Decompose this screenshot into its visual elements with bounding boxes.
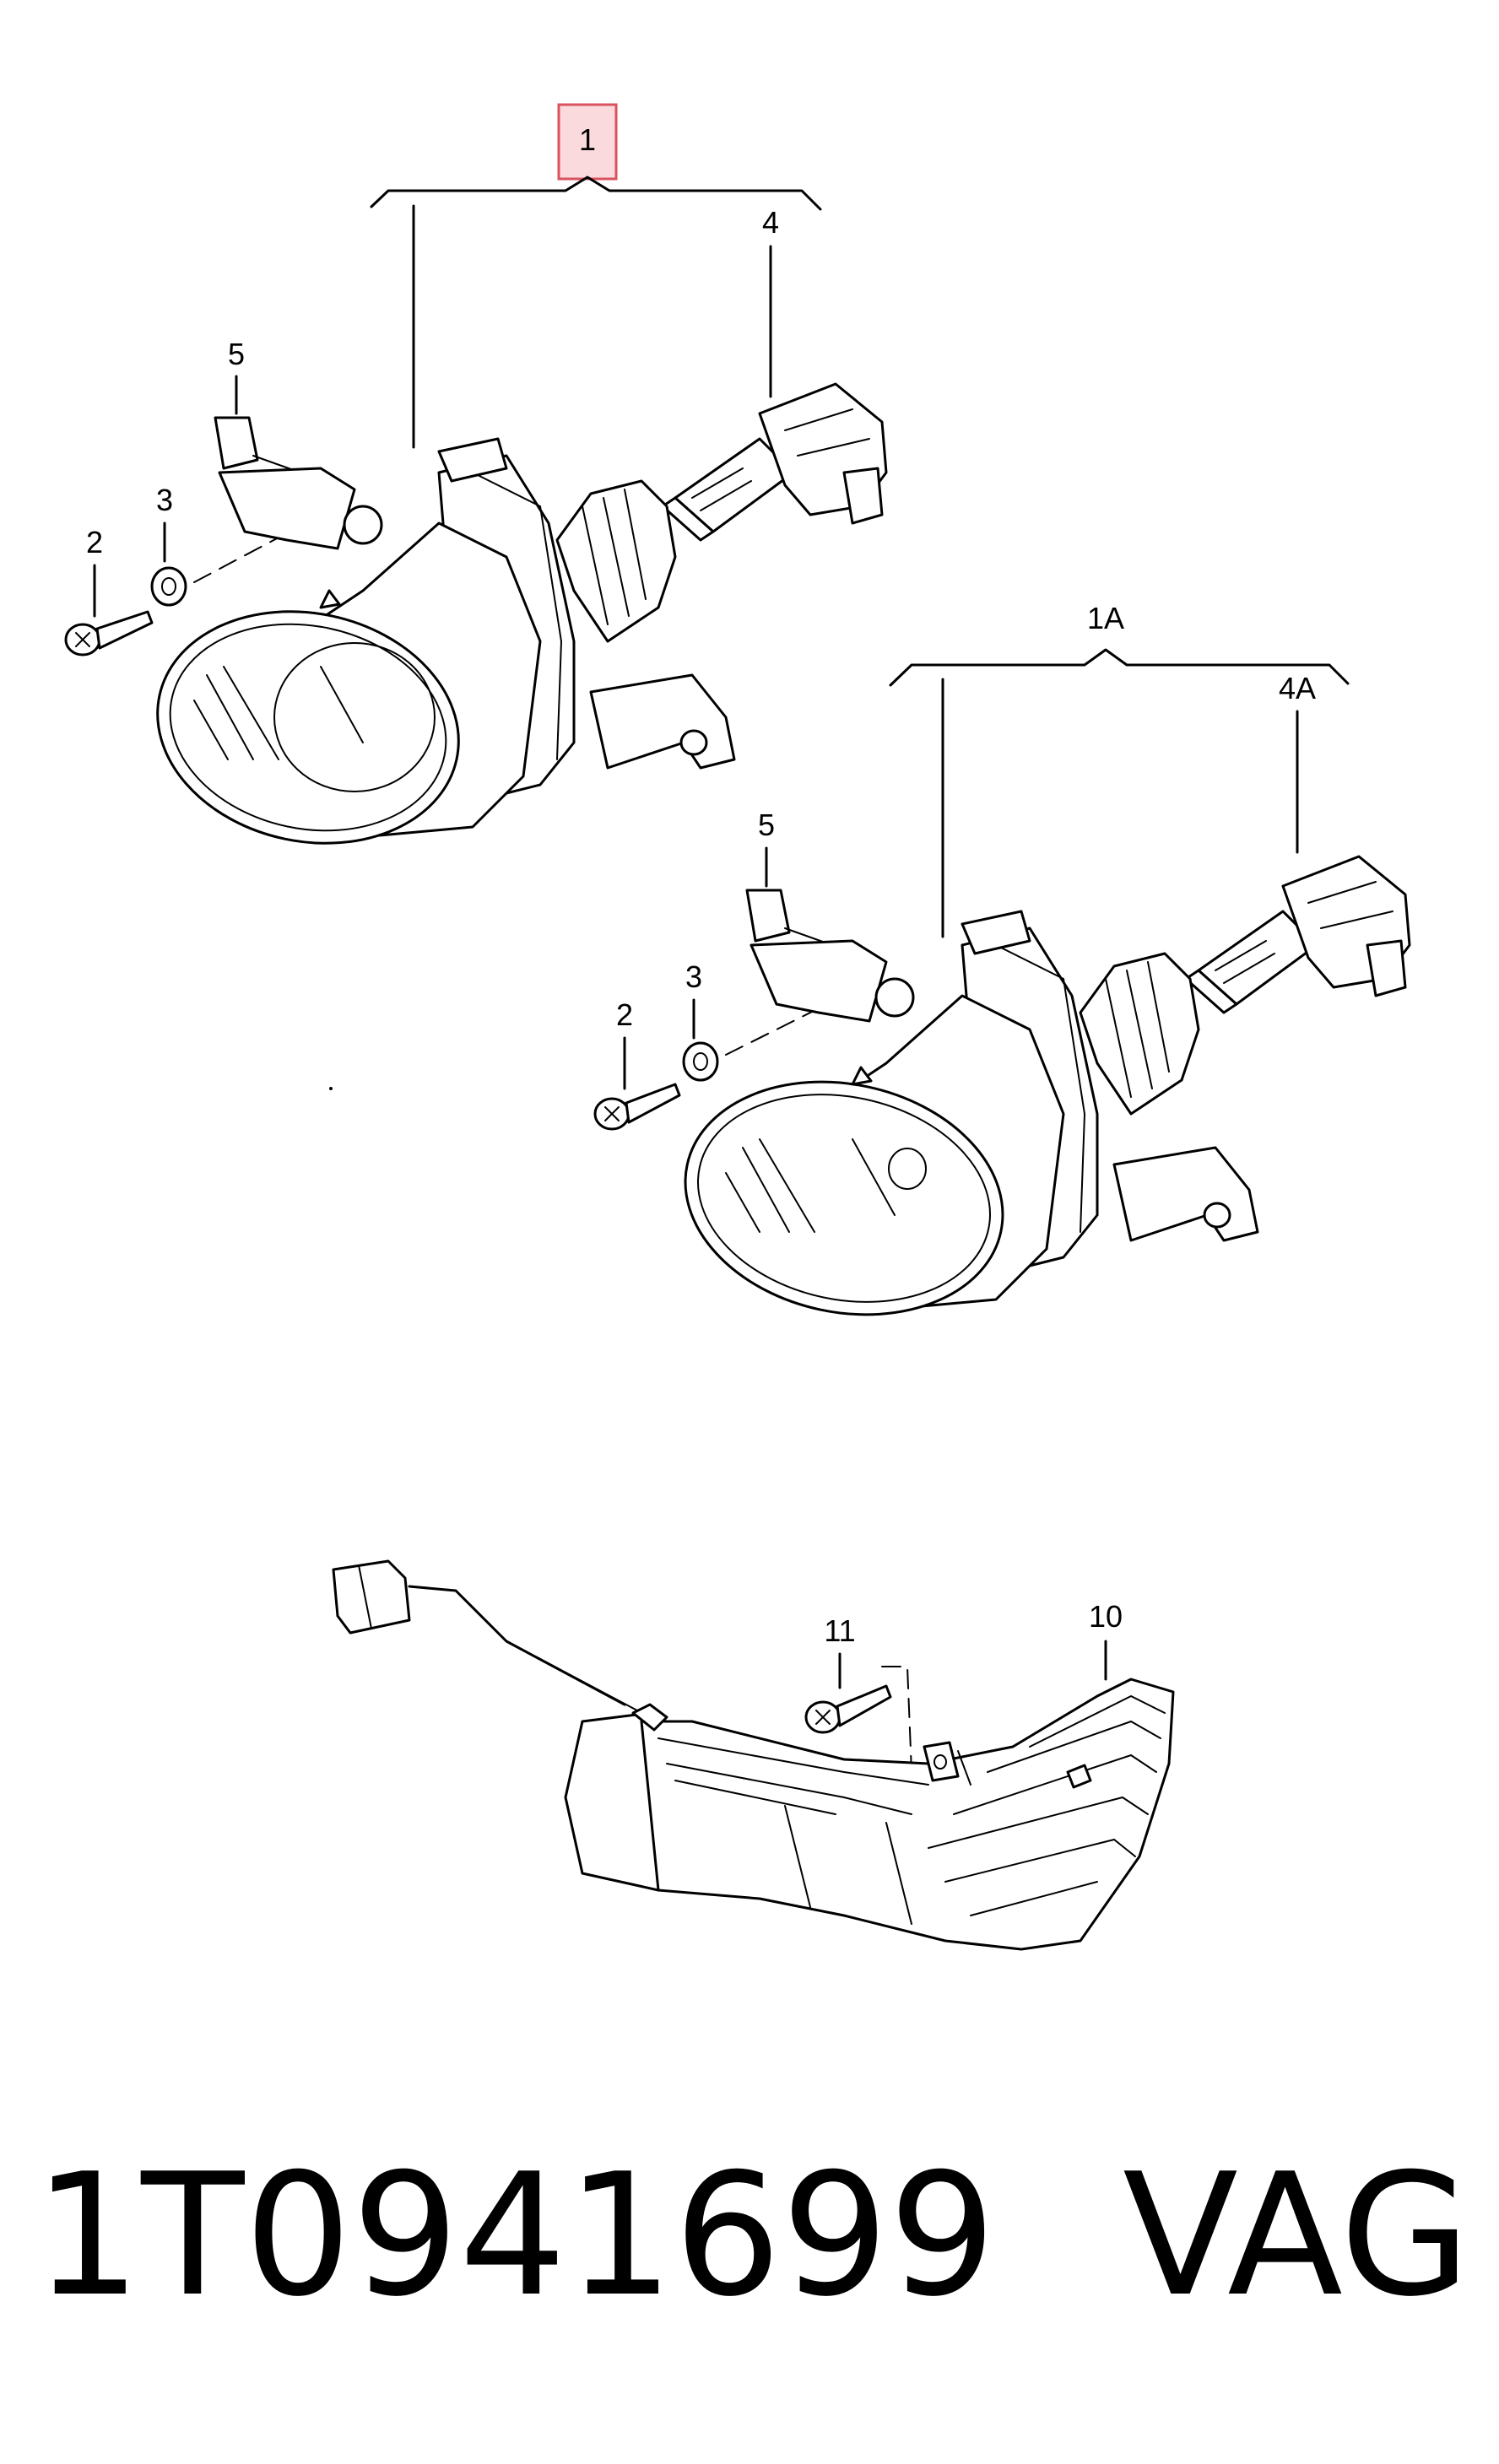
- screw-2-top: [64, 610, 154, 657]
- callout-4[interactable]: 4: [762, 205, 779, 240]
- callout-5-top[interactable]: 5: [228, 337, 245, 371]
- scan-dot: [329, 1087, 333, 1090]
- callout-1A[interactable]: 1A: [1087, 601, 1124, 635]
- clip-5-top: [214, 416, 259, 470]
- callout-4A[interactable]: 4A: [1279, 671, 1316, 705]
- clip-5-mid: [745, 889, 791, 943]
- fog-lamp-assembly-1: 1 4 5 3 2: [64, 103, 888, 845]
- indicator-lamp-assembly-10: 10 11: [332, 1559, 1175, 1951]
- washer-3-top: [150, 566, 187, 607]
- connector-plug: [332, 1559, 626, 1706]
- bracket-1A: [889, 648, 1350, 687]
- callout-1[interactable]: 1: [579, 122, 596, 157]
- fog-lamp-body-top: [156, 437, 736, 845]
- callout-3-mid[interactable]: 3: [685, 959, 702, 994]
- indicator-lamp-body: [564, 1678, 1175, 1951]
- callout-5-mid[interactable]: 5: [758, 808, 775, 842]
- bracket-1: [370, 176, 822, 211]
- screw-11: [804, 1684, 892, 1734]
- callout-10[interactable]: 10: [1089, 1599, 1123, 1634]
- callout-2-top[interactable]: 2: [86, 525, 103, 559]
- washer-3-mid: [682, 1041, 719, 1082]
- callout-2-mid[interactable]: 2: [616, 997, 633, 1032]
- part-number-caption: 1T0941699 VAG: [34, 2135, 1485, 2337]
- bulb-4: [661, 382, 888, 542]
- callout-3-top[interactable]: 3: [156, 483, 173, 517]
- callout-11[interactable]: 11: [824, 1613, 855, 1648]
- screw-2-mid: [593, 1083, 681, 1131]
- callout-1-highlight[interactable]: [557, 103, 618, 181]
- fog-lamp-body-mid: [684, 910, 1259, 1316]
- brand-name: VAG: [1123, 2137, 1471, 2334]
- part-number: 1T0941699: [34, 2137, 997, 2334]
- fog-lamp-assembly-1A: 1A 4A 5 3 2: [593, 601, 1411, 1316]
- bulb-4A: [1184, 855, 1411, 1014]
